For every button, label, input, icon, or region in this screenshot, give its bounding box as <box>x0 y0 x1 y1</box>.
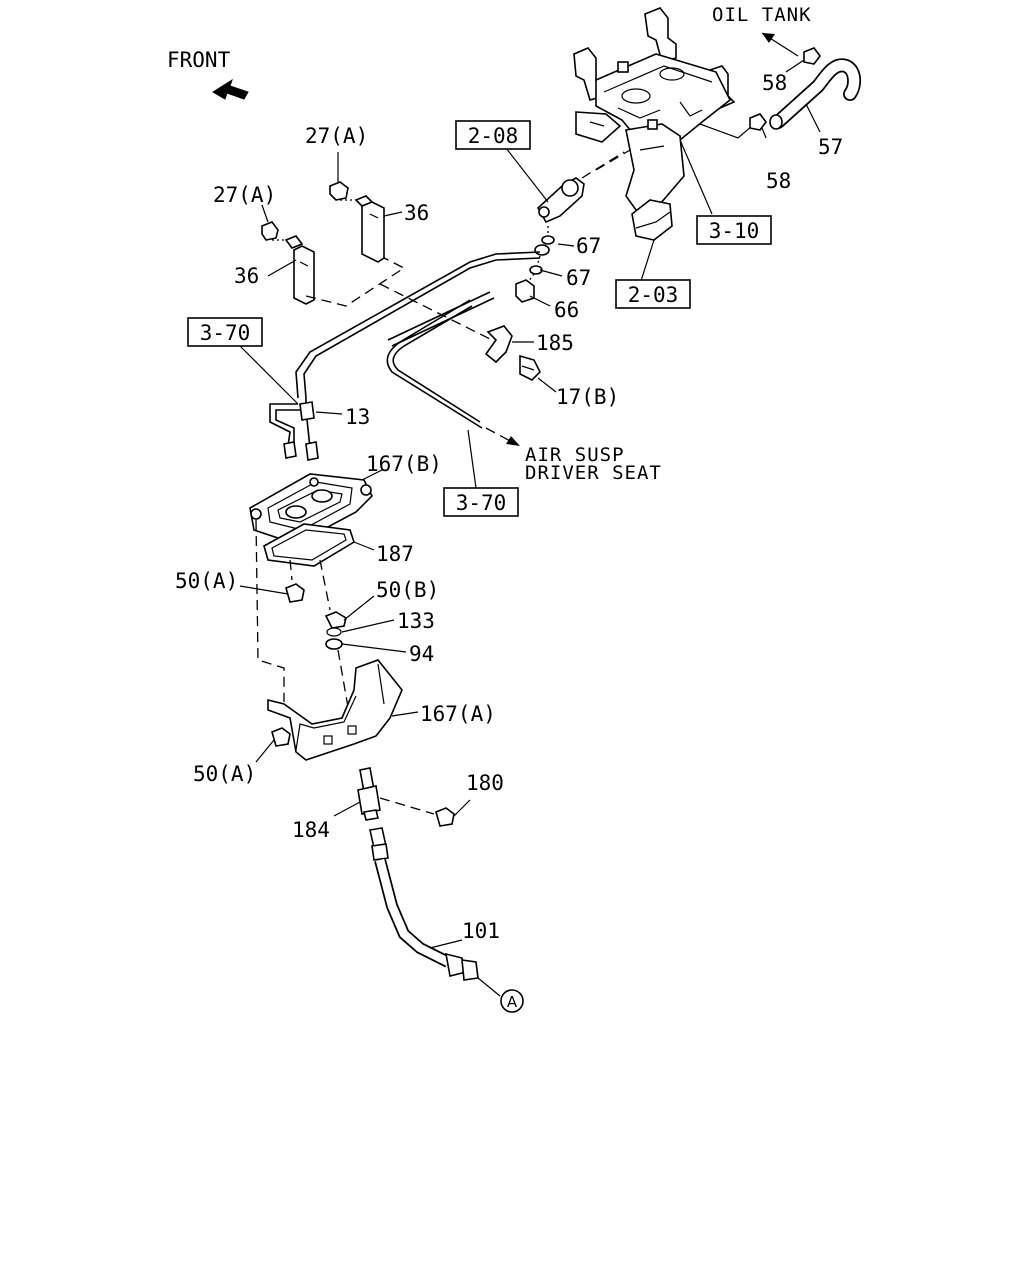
nut-50a-lower <box>271 727 291 747</box>
pedal-bracket-assembly <box>573 7 753 241</box>
callout-36-upper: 36 <box>404 201 429 225</box>
callout-57: 57 <box>818 135 843 159</box>
connector-a-label: A <box>507 993 518 1011</box>
callout-66: 66 <box>554 298 579 322</box>
ref-box-2-03-label: 2-03 <box>628 283 679 307</box>
ref-box-3-70-bottom[interactable]: 3-70 <box>443 487 519 517</box>
nut-180 <box>435 807 455 827</box>
callout-167b: 167(B) <box>366 452 442 476</box>
clamp-185 <box>484 325 513 364</box>
callout-13: 13 <box>345 405 370 429</box>
front-label: FRONT <box>167 48 231 72</box>
front-arrow-icon <box>212 78 249 100</box>
ref-box-3-70-top[interactable]: 3-70 <box>187 317 263 347</box>
air-susp-pipe <box>386 299 520 446</box>
brake-pipe-13 <box>269 251 541 461</box>
callout-27a-upper: 27(A) <box>305 124 368 148</box>
callout-94: 94 <box>409 642 434 666</box>
oil-tank-label: OIL TANK <box>712 4 812 26</box>
ref-box-3-10-label: 3-10 <box>709 219 760 243</box>
ref-box-2-08-label: 2-08 <box>468 124 519 148</box>
callout-50a-upper: 50(A) <box>175 569 238 593</box>
callout-180: 180 <box>466 771 504 795</box>
bracket-36-upper <box>354 195 385 263</box>
washers-67-66 <box>515 226 555 303</box>
ref-box-3-10[interactable]: 3-10 <box>696 215 772 245</box>
connector-a-marker: A <box>500 989 524 1013</box>
washer-94 <box>325 638 343 650</box>
callout-67-upper: 67 <box>576 234 601 258</box>
callout-labels: 27(A) 27(A) 36 36 58 58 57 67 67 66 185 … <box>175 71 843 943</box>
callout-167a: 167(A) <box>420 702 496 726</box>
nut-27a-upper <box>329 181 349 201</box>
bolt-17b <box>519 354 541 381</box>
front-indicator: FRONT <box>167 48 249 100</box>
nut-50b <box>324 611 347 629</box>
callout-50b: 50(B) <box>376 578 439 602</box>
callout-58-lower: 58 <box>766 169 791 193</box>
ref-box-3-70-bottom-label: 3-70 <box>456 491 507 515</box>
ref-box-2-08[interactable]: 2-08 <box>455 120 531 150</box>
driver-seat-label: DRIVER SEAT <box>525 462 662 484</box>
ref-box-2-03[interactable]: 2-03 <box>615 279 691 309</box>
callout-50a-lower: 50(A) <box>193 762 256 786</box>
callout-133: 133 <box>397 609 435 633</box>
linkage-assembly <box>536 149 631 224</box>
callout-58-upper: 58 <box>762 71 787 95</box>
callout-67-lower: 67 <box>566 266 591 290</box>
ring-133 <box>326 627 342 637</box>
nut-50a-upper <box>285 583 305 603</box>
oil-tank-indicator: OIL TANK <box>712 4 812 57</box>
air-susp-label: AIR SUSP <box>525 444 625 466</box>
ref-box-3-70-top-label: 3-70 <box>200 321 251 345</box>
callout-101: 101 <box>462 919 500 943</box>
bracket-167a <box>267 659 403 761</box>
nut-27a-lower <box>261 221 279 241</box>
callout-187: 187 <box>376 542 414 566</box>
hose-101 <box>369 827 479 981</box>
callout-27a-lower: 27(A) <box>213 183 276 207</box>
fitting-184 <box>357 767 381 821</box>
fitting-58-upper <box>803 47 821 65</box>
callout-185: 185 <box>536 331 574 355</box>
valve-plate-167b <box>249 473 373 546</box>
bracket-36-lower <box>284 235 315 305</box>
callout-184: 184 <box>292 818 330 842</box>
leader-lines <box>239 59 821 997</box>
callout-17b: 17(B) <box>556 385 619 409</box>
callout-36-lower: 36 <box>234 264 259 288</box>
fitting-58-lower <box>749 113 767 131</box>
